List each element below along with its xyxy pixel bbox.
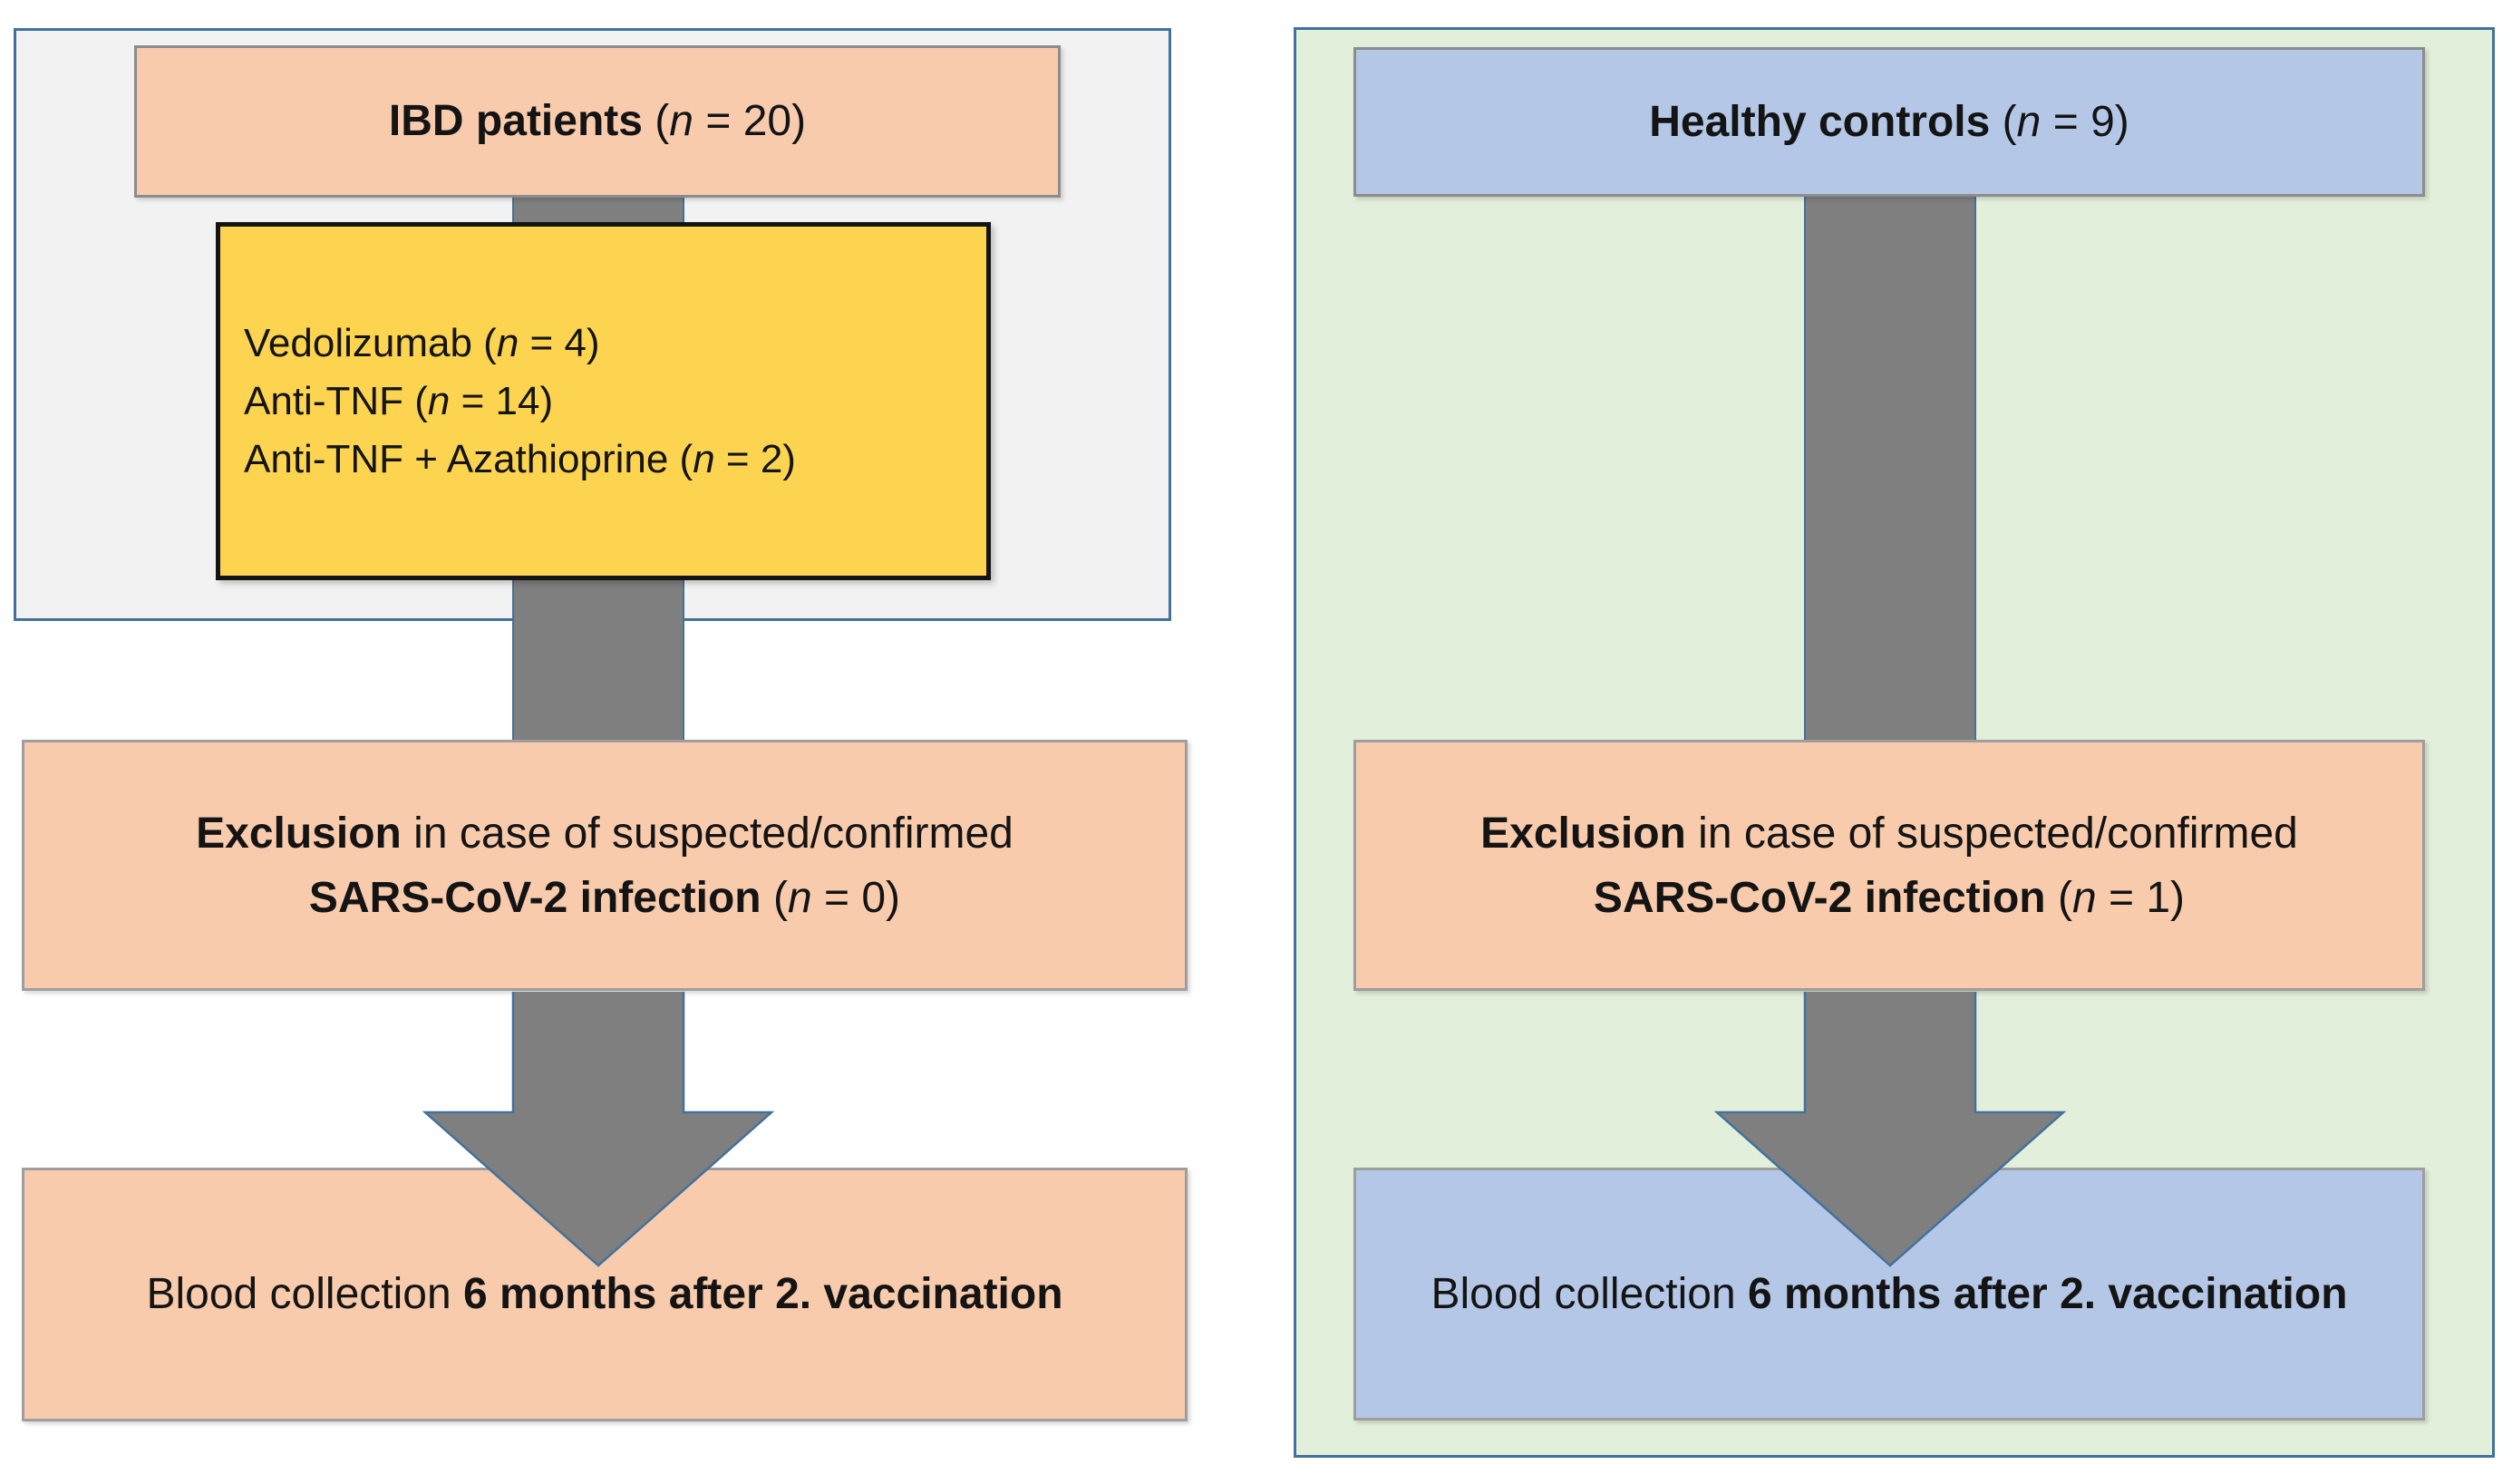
ibd-exclusion-line-2: SARS-CoV-2 infection (n = 0) xyxy=(308,873,901,922)
ibd-exclusion-line-1: Exclusion in case of suspected/confirmed xyxy=(196,809,1014,858)
ibd-blood-collection-box: Blood collection 6 months after 2. vacci… xyxy=(22,1168,1188,1421)
ibd-exclusion-label: Exclusion in case of suspected/confirmed… xyxy=(196,801,1014,930)
healthy-controls-label: Healthy controls (n = 9) xyxy=(1649,97,2129,146)
ibd-treatment-list: Vedolizumab (n = 4) Anti-TNF (n = 14) An… xyxy=(244,315,796,489)
ibd-treatment-box: Vedolizumab (n = 4) Anti-TNF (n = 14) An… xyxy=(216,222,991,580)
ibd-exclusion-box: Exclusion in case of suspected/confirmed… xyxy=(22,740,1188,991)
healthy-controls-box: Healthy controls (n = 9) xyxy=(1353,47,2425,197)
ibd-blood-collection-label: Blood collection 6 months after 2. vacci… xyxy=(146,1270,1063,1318)
healthy-exclusion-line-1: Exclusion in case of suspected/confirmed xyxy=(1480,809,2298,858)
healthy-blood-collection-box: Blood collection 6 months after 2. vacci… xyxy=(1353,1168,2425,1421)
healthy-exclusion-line-2: SARS-CoV-2 infection (n = 1) xyxy=(1593,873,2186,922)
treatment-line-vedolizumab: Vedolizumab (n = 4) xyxy=(244,320,600,365)
healthy-exclusion-box: Exclusion in case of suspected/confirmed… xyxy=(1353,740,2425,991)
ibd-patients-box: IBD patients (n = 20) xyxy=(134,45,1061,198)
treatment-line-anti-tnf-azathioprine: Anti-TNF + Azathioprine (n = 2) xyxy=(244,436,796,481)
ibd-patients-label: IBD patients (n = 20) xyxy=(388,97,807,145)
healthy-blood-collection-label: Blood collection 6 months after 2. vacci… xyxy=(1431,1269,2348,1318)
healthy-exclusion-label: Exclusion in case of suspected/confirmed… xyxy=(1480,801,2298,930)
treatment-line-anti-tnf: Anti-TNF (n = 14) xyxy=(244,378,554,423)
down-arrow-shaft-right xyxy=(1804,197,1976,745)
